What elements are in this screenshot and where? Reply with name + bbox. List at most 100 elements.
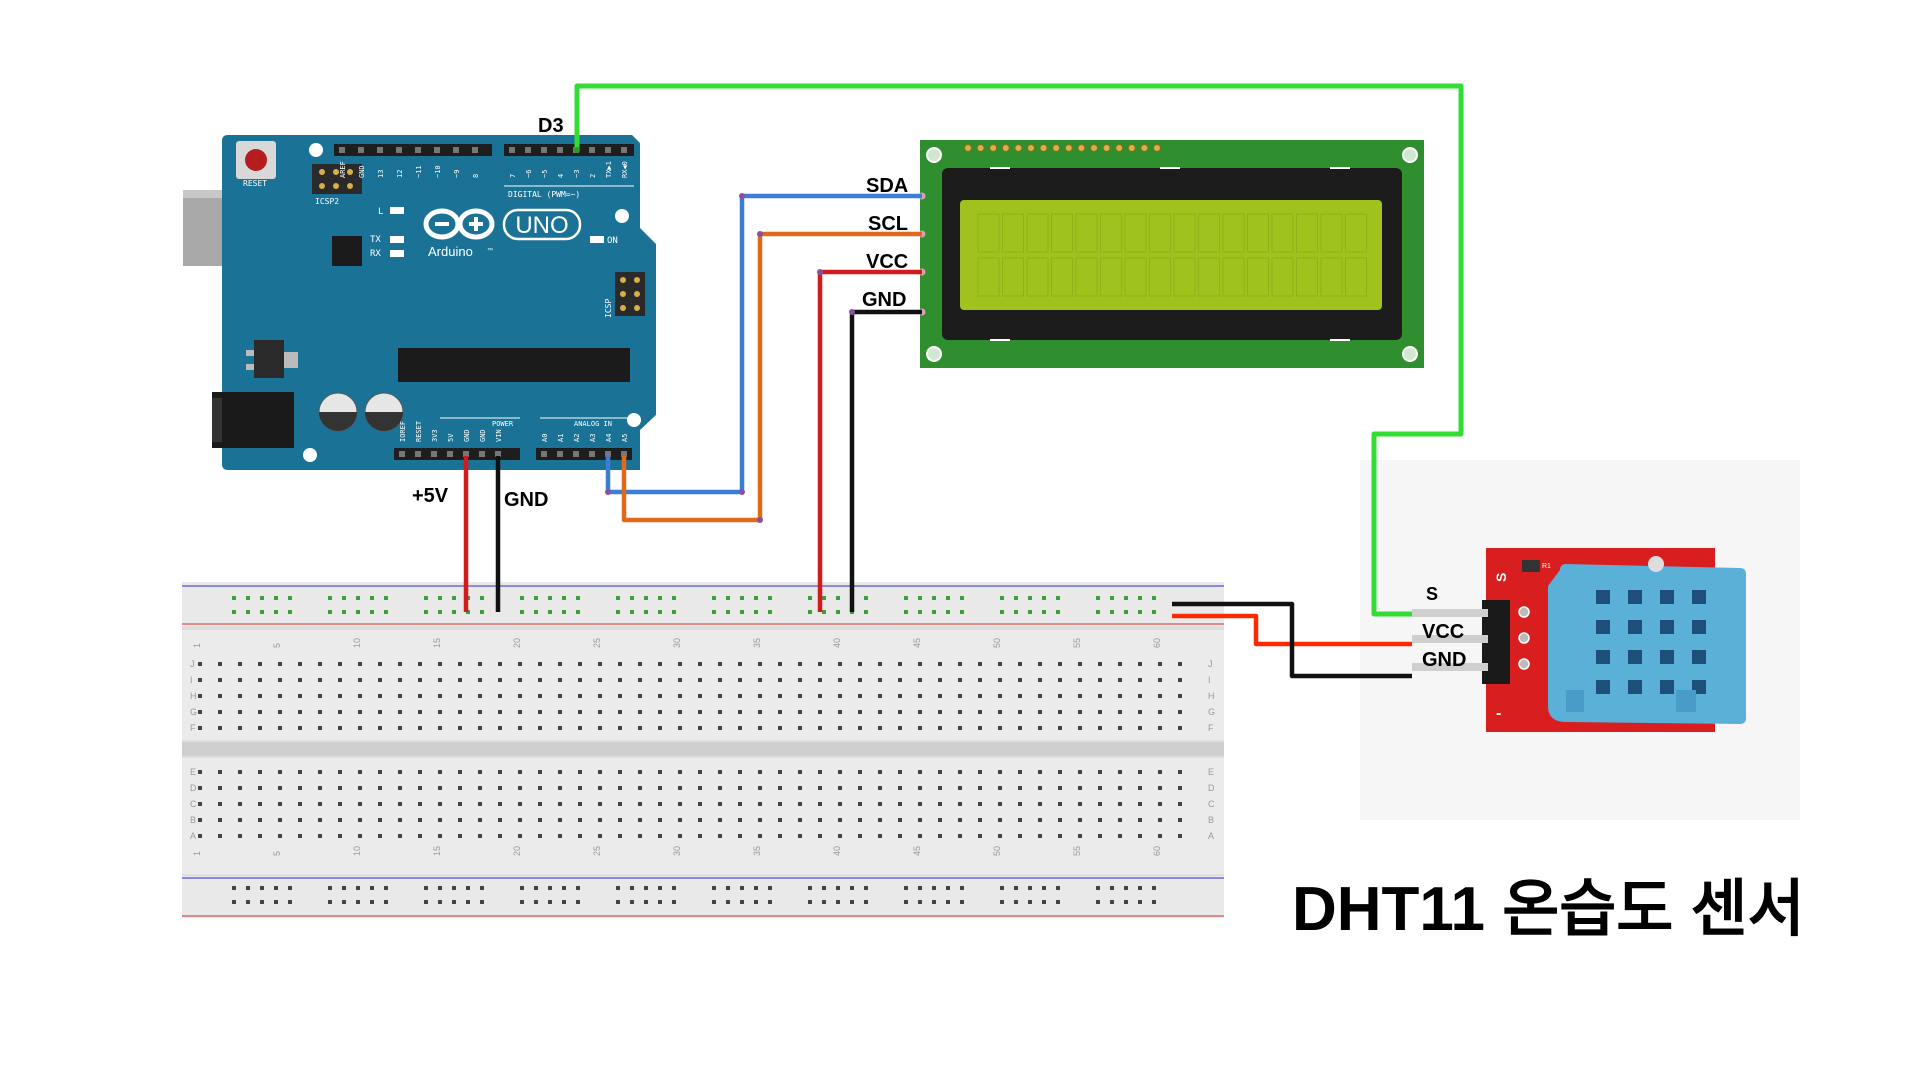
digital-pin-label: 13 xyxy=(377,170,385,178)
wire-d3-to-sensor-s xyxy=(574,83,1464,617)
breadboard-bottom-half xyxy=(182,758,1224,874)
label-d3: D3 xyxy=(538,115,564,137)
column-number: 50 xyxy=(992,638,1002,648)
diagram-title: DHT11 온습도 센서 xyxy=(1292,875,1805,944)
lcd-mount-hole xyxy=(1402,346,1418,362)
l-label: L xyxy=(378,207,383,217)
row-letter: G xyxy=(1208,707,1215,717)
breadboard-bottom-rail xyxy=(182,876,1224,918)
wire-rail-to-sensor-vcc xyxy=(1172,613,1412,647)
row-letter: G xyxy=(190,707,197,717)
tx-label: TX xyxy=(370,235,381,245)
column-number: 20 xyxy=(512,846,522,856)
column-number: 15 xyxy=(432,638,442,648)
column-number: 5 xyxy=(272,643,282,648)
label-lcd-sda: SDA xyxy=(866,175,908,197)
row-letter: F xyxy=(1208,723,1214,733)
column-number: 40 xyxy=(832,638,842,648)
dht11-sensor-module: S - R1 xyxy=(1360,460,1800,820)
digital-pin-label: 8 xyxy=(472,174,480,178)
lcd-mount-hole xyxy=(926,147,942,163)
sensor-r1-mark: R1 xyxy=(1542,563,1551,570)
power-pin-label: GND xyxy=(479,429,487,442)
uno-text: UNO xyxy=(515,212,568,239)
power-pin-label: IOREF xyxy=(399,421,407,442)
digital-pin-label: 12 xyxy=(396,170,404,178)
column-number: 25 xyxy=(592,638,602,648)
power-pin-label: VIN xyxy=(495,429,503,442)
label-lcd-gnd: GND xyxy=(862,289,906,311)
breadboard: 1155101015152020252530303535404045455050… xyxy=(182,582,1224,918)
column-number: 45 xyxy=(912,638,922,648)
row-letter: A xyxy=(190,831,196,841)
digital-header-right xyxy=(504,144,634,156)
digital-pin-label: ~3 xyxy=(573,170,581,178)
row-letter: E xyxy=(1208,767,1214,777)
digital-pin-label: 2 xyxy=(589,174,597,178)
analog-pin-label: A1 xyxy=(557,434,565,442)
column-number: 1 xyxy=(192,643,202,648)
icsp-header xyxy=(615,272,645,316)
digital-pin-label: ~6 xyxy=(525,170,533,178)
digital-pin-label: ~11 xyxy=(415,165,423,178)
digital-pin-label: 7 xyxy=(509,174,517,178)
trademark-mark: ™ xyxy=(487,247,493,254)
digital-pin-label: TX▶1 xyxy=(605,161,613,178)
power-label: POWER xyxy=(492,420,514,428)
column-number: 35 xyxy=(752,638,762,648)
analog-pin-label: A4 xyxy=(605,434,613,442)
reset-label: RESET xyxy=(243,179,267,188)
column-number: 55 xyxy=(1072,638,1082,648)
power-header xyxy=(394,448,520,460)
breadboard-top-half xyxy=(182,630,1224,740)
analog-pin-label: A5 xyxy=(621,434,629,442)
power-pin-label: RESET xyxy=(415,420,423,442)
breadboard-center-channel xyxy=(182,742,1224,756)
wire-lcd-gnd-to-rail xyxy=(849,309,922,612)
capacitor xyxy=(318,392,358,432)
analog-label: ANALOG IN xyxy=(574,420,612,428)
row-letter: C xyxy=(190,799,197,809)
column-number: 30 xyxy=(672,638,682,648)
column-number: 1 xyxy=(192,851,202,856)
column-number: 45 xyxy=(912,846,922,856)
sensor-pin-s xyxy=(1412,609,1488,617)
arduino-brand-text: Arduino xyxy=(428,244,473,259)
lcd-mount-hole xyxy=(1402,147,1418,163)
arduino-board xyxy=(222,135,656,470)
digital-pin-label: RX◀0 xyxy=(621,161,629,178)
wire-lcd-vcc-to-rail xyxy=(817,269,922,612)
arduino-uno: RESET ICSP2 L TX RX ON xyxy=(183,135,656,470)
column-number: 15 xyxy=(432,846,442,856)
breadboard-holes xyxy=(198,596,1182,904)
column-number: 55 xyxy=(1072,846,1082,856)
digital-header-left xyxy=(334,144,492,156)
sensor-s-mark: S xyxy=(1493,573,1509,582)
arduino-logo: UNO Arduino ™ xyxy=(423,208,582,259)
row-letter: B xyxy=(190,815,196,825)
on-led xyxy=(590,236,604,243)
row-letter: B xyxy=(1208,815,1214,825)
digital-pin-label: ~5 xyxy=(541,170,549,178)
row-letter: D xyxy=(190,783,197,793)
l-led xyxy=(390,207,404,214)
label-lcd-scl: SCL xyxy=(868,213,908,235)
analog-header xyxy=(536,448,632,460)
reset-button-cap[interactable] xyxy=(245,149,267,171)
column-number: 60 xyxy=(1152,846,1162,856)
column-number: 40 xyxy=(832,846,842,856)
wires xyxy=(463,83,1464,679)
wire-rail-to-sensor-gnd xyxy=(1172,601,1412,679)
sensor-pin-gnd xyxy=(1412,663,1488,671)
wire-a5-to-scl xyxy=(621,231,922,523)
column-number: 25 xyxy=(592,846,602,856)
label-plus5v: +5V xyxy=(412,485,449,507)
power-pin-label: GND xyxy=(463,429,471,442)
lcd-character-cells xyxy=(977,213,1367,297)
row-letter: E xyxy=(190,767,196,777)
row-letter: A xyxy=(1208,831,1214,841)
dht11-vent-grid xyxy=(1566,590,1706,712)
